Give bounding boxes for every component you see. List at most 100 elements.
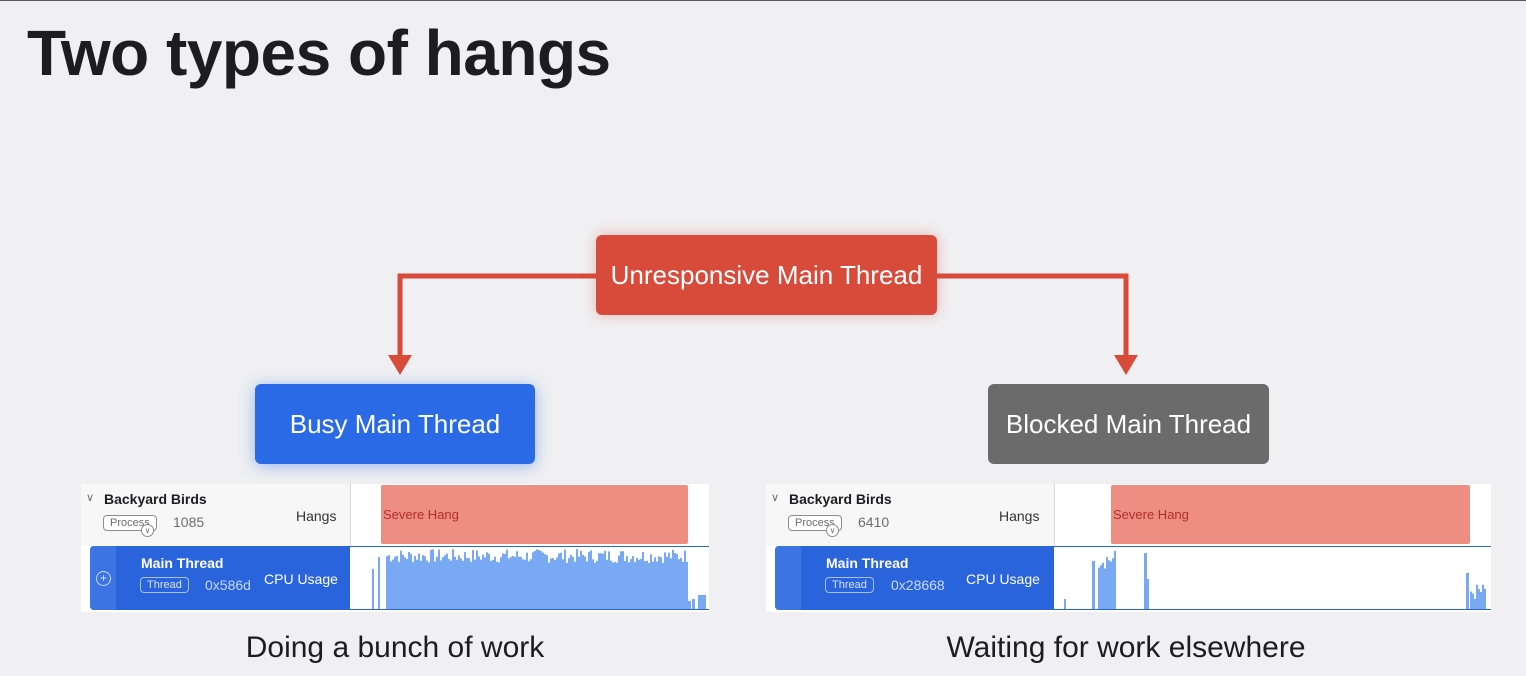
plus-circle-icon[interactable]: + bbox=[96, 571, 111, 586]
cpu-activity-mark bbox=[460, 558, 462, 609]
cpu-activity-mark bbox=[608, 551, 610, 609]
cpu-activity-mark bbox=[582, 554, 584, 609]
connector-right bbox=[937, 273, 1129, 360]
cpu-activity-mark bbox=[1482, 584, 1484, 609]
cpu-activity-mark bbox=[666, 556, 668, 609]
chevron-down-icon[interactable]: ∨ bbox=[86, 492, 95, 504]
cpu-activity-mark bbox=[562, 559, 564, 609]
cpu-activity-mark bbox=[514, 556, 516, 609]
severe-hang-interval[interactable]: Severe Hang bbox=[381, 485, 688, 544]
cpu-activity-mark bbox=[512, 556, 514, 609]
cpu-activity-mark bbox=[526, 552, 528, 609]
top-rule bbox=[0, 0, 1526, 1]
cpu-activity-mark bbox=[558, 553, 560, 609]
cpu-activity-mark bbox=[656, 561, 658, 609]
hangs-track: Severe Hang bbox=[351, 484, 709, 546]
cpu-activity-mark bbox=[488, 553, 490, 609]
cpu-activity-mark bbox=[504, 553, 506, 609]
cpu-activity-mark bbox=[572, 556, 574, 609]
cpu-activity-mark bbox=[552, 557, 554, 609]
cpu-activity-mark bbox=[584, 556, 586, 609]
cpu-activity-mark bbox=[532, 552, 534, 609]
cpu-activity-mark bbox=[672, 549, 674, 609]
main-thread-row[interactable]: + Main Thread Thread 0x28668 CPU Usage bbox=[775, 546, 1054, 610]
chevron-down-icon[interactable]: ∨ bbox=[141, 524, 154, 537]
cpu-activity-mark bbox=[574, 561, 576, 609]
cpu-activity-mark bbox=[642, 551, 644, 609]
chevron-down-icon[interactable]: ∨ bbox=[771, 492, 780, 504]
cpu-activity-mark bbox=[396, 555, 398, 609]
severe-hang-interval[interactable]: Severe Hang bbox=[1111, 485, 1470, 544]
cpu-activity-mark bbox=[614, 561, 616, 609]
cpu-activity-mark bbox=[546, 555, 548, 609]
cpu-activity-mark bbox=[606, 559, 608, 609]
cpu-activity-mark bbox=[474, 559, 476, 609]
cpu-activity-mark bbox=[418, 553, 420, 609]
cpu-activity-mark bbox=[548, 562, 550, 609]
cpu-activity-mark bbox=[1466, 573, 1469, 609]
cpu-activity-mark bbox=[500, 557, 502, 609]
cpu-activity-mark bbox=[580, 550, 582, 609]
cpu-activity-mark bbox=[566, 562, 568, 609]
slide-title: Two types of hangs bbox=[27, 17, 611, 89]
cpu-activity-mark bbox=[634, 562, 636, 609]
cpu-activity-mark bbox=[412, 561, 414, 609]
cpu-activity-mark bbox=[508, 558, 510, 609]
cpu-activity-mark bbox=[604, 550, 606, 609]
process-name: Backyard Birds bbox=[789, 491, 892, 507]
cpu-activity-mark bbox=[594, 562, 596, 609]
cpu-activity-mark bbox=[1112, 558, 1114, 609]
cpu-activity-mark bbox=[438, 549, 440, 609]
cpu-activity-mark bbox=[1474, 598, 1476, 609]
cpu-activity-mark bbox=[1104, 568, 1106, 609]
cpu-activity-mark bbox=[626, 556, 628, 609]
cpu-activity-mark bbox=[454, 556, 456, 609]
thread-tag[interactable]: Thread bbox=[140, 577, 189, 593]
cpu-activity-mark bbox=[1106, 556, 1108, 609]
cpu-activity-mark bbox=[452, 549, 454, 609]
cpu-activity-mark bbox=[518, 556, 520, 609]
cpu-activity-mark bbox=[446, 553, 448, 609]
cpu-activity-mark bbox=[596, 560, 598, 609]
cpu-activity-mark bbox=[430, 549, 432, 609]
cpu-activity-mark bbox=[632, 556, 634, 609]
cpu-activity-mark bbox=[536, 549, 538, 609]
cpu-activity-mark bbox=[658, 556, 660, 609]
cpu-activity-mark bbox=[476, 550, 478, 609]
cpu-activity-mark bbox=[678, 559, 680, 609]
cpu-activity-mark bbox=[554, 559, 556, 609]
chevron-down-icon[interactable]: ∨ bbox=[826, 524, 839, 537]
cpu-activity-mark bbox=[432, 549, 434, 609]
cpu-activity-mark bbox=[560, 552, 562, 609]
main-thread-row[interactable]: + Main Thread Thread 0x586d CPU Usage bbox=[90, 546, 350, 610]
cpu-activity-mark bbox=[542, 552, 544, 609]
cpu-activity-mark bbox=[568, 557, 570, 609]
cpu-activity-mark bbox=[1092, 561, 1095, 609]
cpu-activity-mark bbox=[588, 551, 590, 609]
cpu-activity-mark bbox=[586, 561, 588, 609]
cpu-activity-mark bbox=[620, 551, 622, 609]
cpu-activity-mark bbox=[654, 557, 656, 609]
cpu-usage-label: CPU Usage bbox=[264, 571, 338, 587]
cpu-activity-mark bbox=[502, 553, 504, 609]
thread-name: Main Thread bbox=[826, 555, 909, 571]
cpu-activity-mark bbox=[372, 569, 374, 609]
cpu-activity-mark bbox=[490, 561, 492, 609]
cpu-activity-mark bbox=[402, 554, 404, 609]
cpu-activity-mark bbox=[414, 556, 416, 609]
process-name: Backyard Birds bbox=[104, 491, 207, 507]
cpu-activity-mark bbox=[398, 561, 400, 609]
cpu-activity-mark bbox=[692, 599, 695, 609]
cpu-activity-mark bbox=[420, 560, 422, 609]
cpu-activity-mark bbox=[482, 554, 484, 609]
cpu-activity-mark bbox=[650, 554, 652, 609]
cpu-activity-mark bbox=[378, 557, 380, 609]
thread-tag[interactable]: Thread bbox=[825, 577, 874, 593]
cpu-usage-track bbox=[350, 546, 709, 610]
cpu-activity-mark bbox=[1472, 593, 1474, 609]
cpu-activity-mark bbox=[564, 549, 566, 609]
cpu-activity-mark bbox=[456, 559, 458, 609]
cpu-activity-mark bbox=[408, 552, 410, 609]
cpu-activity-mark bbox=[464, 552, 466, 609]
